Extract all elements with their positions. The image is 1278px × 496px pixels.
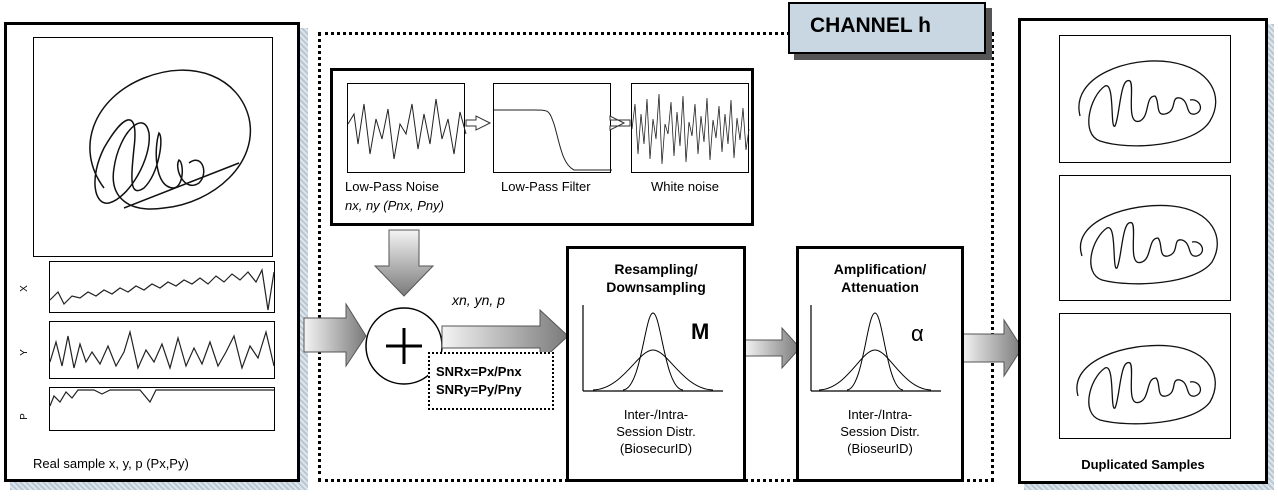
- duplicated-signature-1: [1059, 35, 1231, 163]
- lowpass-filter-curve: [494, 109, 612, 171]
- lowpass-noise-label: Low-Pass Noise: [345, 179, 439, 194]
- resampling-desc-3: (BiosecurID): [619, 441, 693, 456]
- lowpass-noise-line: [347, 98, 467, 160]
- noise-block-arrows: [465, 115, 631, 131]
- real-signature-drawing: [89, 69, 252, 210]
- white-noise-line: [631, 93, 750, 165]
- adder-output-label: xn, yn, p: [452, 292, 505, 308]
- resampling-distribution-plot: [582, 305, 723, 392]
- amplification-block: Amplification/ Attenuation α Inter-/Intr…: [796, 246, 964, 482]
- resampling-title-1: Resampling/: [614, 261, 698, 277]
- amplification-desc-3: (BioseurID): [847, 441, 913, 456]
- lowpass-noise-plot: [347, 83, 467, 173]
- resampling-symbol: M: [691, 319, 710, 344]
- duplicated-signature-3-drawing: [1076, 344, 1216, 425]
- p-signal-plot: [49, 387, 275, 431]
- channel-title-box: [788, 2, 986, 54]
- duplicated-signature-1-drawing: [1078, 60, 1217, 147]
- amplification-symbol: α: [911, 321, 924, 346]
- noise-variables-label: nx, ny (Pnx, Pny): [345, 198, 444, 213]
- p-signal-line: [49, 389, 274, 407]
- duplicated-signature-2: [1059, 175, 1231, 301]
- resampling-title-2: Downsampling: [606, 279, 706, 295]
- noise-generation-block: Low-Pass Noise Low-Pass Filter White noi…: [330, 68, 754, 226]
- amplification-desc-2: Session Distr.: [840, 424, 920, 439]
- duplicated-samples-caption: Duplicated Samples: [1081, 457, 1205, 472]
- y-signal-line: [49, 329, 275, 371]
- x-signal-line: [49, 268, 275, 311]
- adder-output-arrow: [441, 308, 569, 364]
- resampling-desc-2: Session Distr.: [616, 424, 696, 439]
- real-sample-caption: Real sample x, y, p (Px,Py): [33, 456, 189, 471]
- white-noise-label: White noise: [651, 179, 719, 194]
- resampling-to-amp-arrow: [743, 326, 801, 370]
- duplicated-signature-2-drawing: [1079, 204, 1218, 285]
- snr-x-label: SNRx=Px/Pnx: [436, 364, 522, 379]
- filter-to-noise-arrow: [465, 115, 492, 131]
- snr-y-label: SNRy=Py/Pny: [436, 382, 522, 397]
- duplicated-samples-panel: Duplicated Samples: [1018, 18, 1268, 484]
- resampling-desc-1: Inter-/Intra-: [623, 407, 689, 422]
- signature-image: [33, 37, 273, 257]
- lowpass-filter-plot: [493, 83, 612, 173]
- white-to-filter-arrow: [609, 115, 631, 131]
- y-signal-plot: [49, 321, 275, 379]
- resampling-block: Resampling/ Downsampling M Inter-/Intra-…: [566, 246, 746, 482]
- output-arrow: [961, 318, 1023, 378]
- white-noise-plot: [631, 83, 750, 173]
- amplification-desc-1: Inter-/Intra-: [847, 407, 913, 422]
- lowpass-filter-label: Low-Pass Filter: [501, 179, 591, 194]
- duplicated-signature-3: [1059, 313, 1231, 439]
- real-sample-panel: X Y P Real sample x, y, p (Px,Py): [4, 22, 300, 482]
- amplification-title-2: Attenuation: [841, 279, 919, 295]
- noise-down-arrow: [373, 229, 435, 297]
- x-signal-plot: [49, 261, 275, 313]
- amplification-title-1: Amplification/: [833, 261, 927, 277]
- input-arrow: [303, 302, 367, 368]
- snr-box: [428, 352, 554, 410]
- channel-title: CHANNEL h: [810, 14, 931, 37]
- amplification-distribution-plot: [810, 305, 941, 392]
